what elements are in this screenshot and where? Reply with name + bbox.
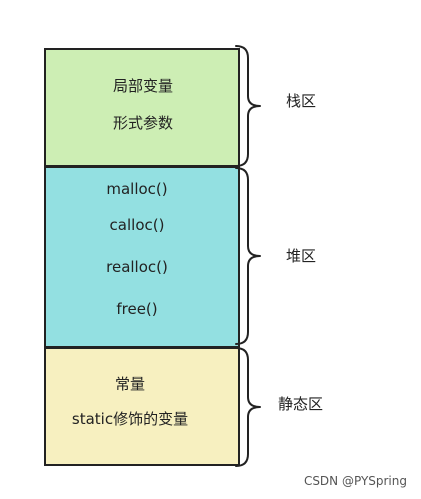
stack-region-block	[44, 48, 240, 167]
static-region-block	[44, 347, 240, 466]
static-brace	[235, 347, 261, 467]
static-item-static-variables: static修饰的变量	[71, 410, 189, 428]
stack-item-formal-parameters: 形式参数	[112, 114, 174, 132]
heap-brace	[235, 167, 261, 345]
heap-item-calloc: calloc()	[109, 216, 165, 234]
heap-region-block	[44, 166, 240, 348]
stack-item-local-variables: 局部变量	[112, 77, 174, 95]
static-region-label: 静态区	[278, 395, 324, 413]
heap-region-label: 堆区	[286, 247, 317, 265]
heap-item-malloc: malloc()	[106, 180, 168, 198]
stack-brace	[235, 45, 261, 167]
stack-region-label: 栈区	[286, 92, 317, 110]
heap-item-free: free()	[116, 300, 158, 318]
static-item-constants: 常量	[114, 375, 146, 393]
heap-item-realloc: realloc()	[106, 258, 168, 276]
watermark: CSDN @PYSpring	[303, 474, 407, 488]
